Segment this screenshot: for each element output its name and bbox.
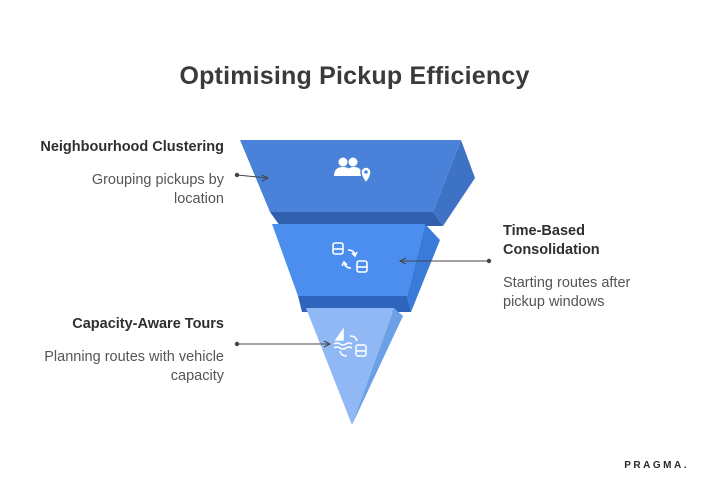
- tier-2-label: Time-Based Consolidation Starting routes…: [503, 222, 673, 312]
- tier-3-description: Planning routes with vehicle capacity: [44, 349, 224, 384]
- tier-3-block: [306, 308, 403, 425]
- tier-2-name: Time-Based Consolidation: [503, 223, 600, 258]
- tier-1-block: [240, 140, 475, 226]
- tier-1-description: Grouping pickups by location: [91, 172, 224, 207]
- diagram-title: Optimising Pickup Efficiency: [179, 62, 530, 90]
- tier-2-block: [272, 224, 440, 312]
- brand-logo: PRAGMA.: [624, 460, 689, 471]
- boat-bus-cycle-icon: [333, 327, 367, 357]
- tier-3-name: Capacity-Aware Tours: [72, 316, 224, 332]
- tier-1-label: Neighbourhood Clustering Grouping pickup…: [40, 138, 224, 209]
- people-location-icon: [334, 157, 372, 185]
- tier-2-description: Starting routes after pickup windows: [503, 275, 631, 310]
- connector-tier-1: [234, 172, 270, 182]
- connector-tier-3: [234, 340, 332, 348]
- connector-tier-2: [398, 257, 492, 265]
- tier-1-name: Neighbourhood Clustering: [40, 139, 224, 155]
- tier-3-label: Capacity-Aware Tours Planning routes wit…: [40, 315, 224, 386]
- bus-cycle-icon: [332, 242, 368, 273]
